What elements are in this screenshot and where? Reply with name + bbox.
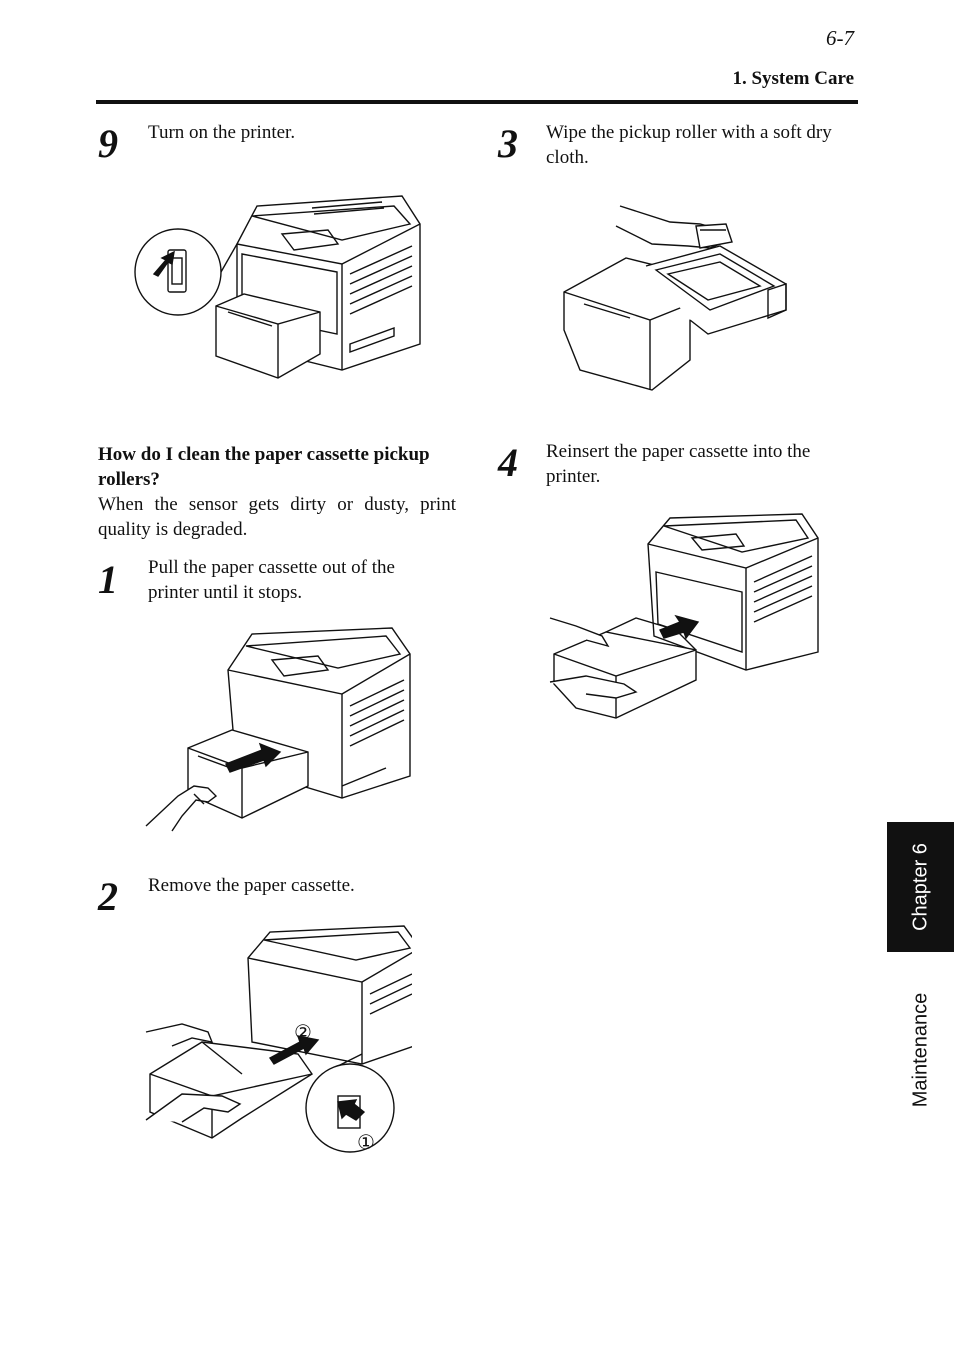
step-4-text: Reinsert the paper cassette into the pri… [546, 441, 811, 487]
header-rule [96, 100, 858, 104]
chapter-tab: Chapter 6 [887, 822, 954, 952]
step-3-number: 3 [498, 121, 518, 166]
printer-power-on-illustration [132, 194, 432, 384]
wipe-roller-illustration [560, 200, 800, 395]
remove-cassette-illustration [142, 924, 412, 1159]
step-9-text: Turn on the printer. [148, 122, 296, 143]
step-4-number: 4 [498, 440, 518, 485]
page-number: 6-7 [826, 26, 854, 50]
step-1-text: Pull the paper cassette out of the print… [148, 557, 395, 603]
reinsert-cassette-illustration [546, 512, 821, 727]
section-title: 1. System Care [732, 68, 854, 89]
step-2-text: Remove the paper cassette. [148, 875, 355, 896]
question-title: How do I clean the paper cassette pickup… [98, 444, 430, 490]
step-2-number: 2 [98, 874, 118, 919]
section-tab: Maintenance [887, 970, 954, 1130]
callout-2-label: ② [294, 1020, 312, 1044]
section-tab-label: Maintenance [909, 992, 931, 1108]
step-9-number: 9 [98, 121, 118, 166]
pull-cassette-illustration [142, 626, 422, 841]
callout-1-label: ① [357, 1130, 375, 1154]
chapter-label: Chapter 6 [909, 843, 931, 931]
step-1-number: 1 [98, 557, 118, 602]
step-3-text: Wipe the pickup roller with a soft dry c… [546, 122, 832, 168]
question-body: When the sensor gets dirty or dusty, pri… [98, 494, 456, 540]
